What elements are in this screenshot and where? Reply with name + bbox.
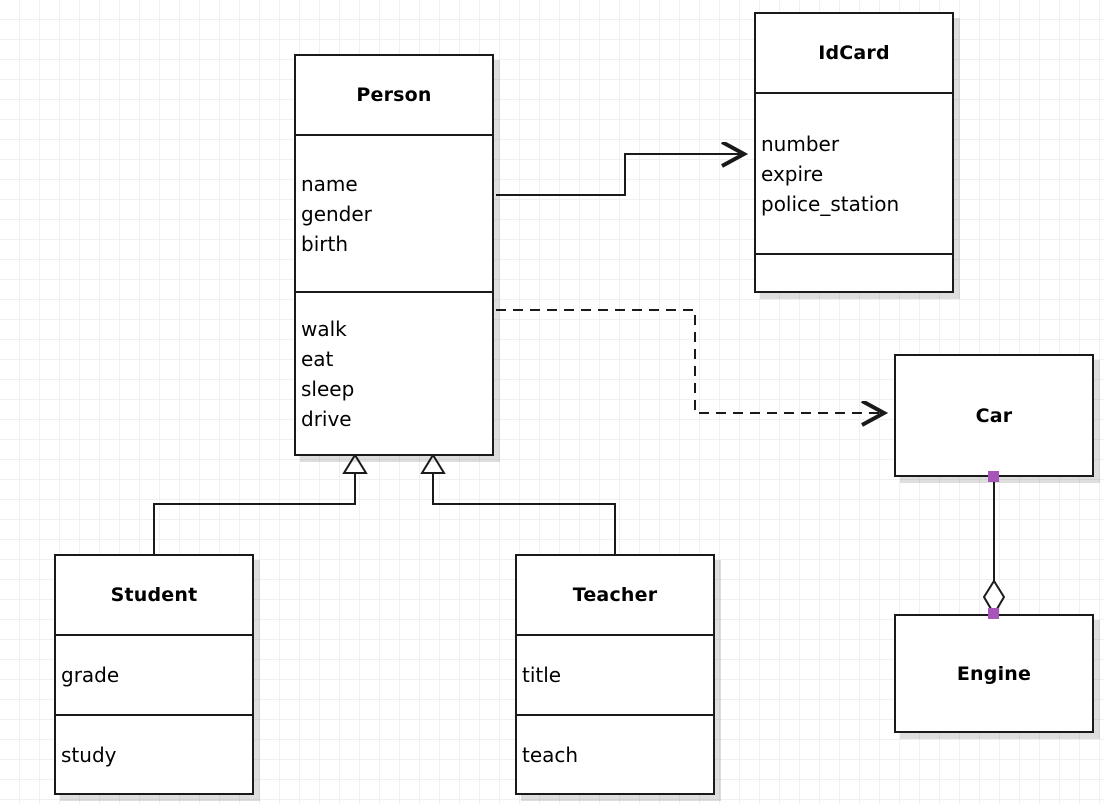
attribute-item: birth	[301, 231, 348, 256]
class-box-student[interactable]: Student grade study	[54, 554, 254, 795]
class-name-person: Person	[356, 84, 432, 106]
methods-compartment-person: walk eat sleep drive	[296, 291, 492, 454]
attribute-item: grade	[61, 663, 120, 687]
class-name-idcard: IdCard	[818, 42, 890, 64]
class-name-student: Student	[110, 584, 198, 606]
generalization-triangle-teacher	[420, 453, 446, 474]
methods-compartment-teacher: teach	[517, 714, 713, 793]
method-item: sleep	[301, 376, 355, 401]
method-item: eat	[301, 346, 334, 371]
connector-student-person[interactable]	[153, 472, 356, 556]
method-item: teach	[522, 742, 579, 767]
connector-handle-engine-end[interactable]	[988, 608, 999, 619]
connector-handle-car-end[interactable]	[988, 471, 999, 482]
attribute-item: title	[522, 663, 562, 687]
class-name-teacher: Teacher	[572, 584, 658, 606]
connector-person-idcard[interactable]	[496, 154, 744, 196]
class-box-person[interactable]: Person name gender birth walk eat sleep …	[294, 54, 494, 456]
attribute-item: gender	[301, 201, 372, 226]
class-box-teacher[interactable]: Teacher title teach	[515, 554, 715, 795]
attribute-item: police_station	[761, 191, 900, 216]
generalization-triangle-student	[342, 453, 368, 474]
method-item: walk	[301, 316, 347, 341]
class-box-car[interactable]: Car	[894, 354, 1094, 477]
class-box-engine[interactable]: Engine	[894, 614, 1094, 733]
attribute-item: number	[761, 131, 840, 156]
methods-compartment-student: study	[56, 714, 252, 793]
method-item: study	[61, 742, 117, 767]
attributes-compartment-student: grade	[56, 634, 252, 714]
attribute-item: name	[301, 171, 358, 196]
connector-person-car[interactable]	[496, 309, 884, 413]
attributes-compartment-person: name gender birth	[296, 134, 492, 291]
attribute-item: expire	[761, 161, 824, 186]
attributes-compartment-idcard: number expire police_station	[756, 92, 952, 253]
class-box-idcard[interactable]: IdCard number expire police_station	[754, 12, 954, 293]
class-name-engine: Engine	[956, 662, 1032, 685]
connector-teacher-person[interactable]	[432, 472, 616, 556]
method-item: drive	[301, 406, 352, 431]
class-name-car: Car	[975, 404, 1013, 427]
attributes-compartment-teacher: title	[517, 634, 713, 714]
methods-compartment-idcard	[756, 253, 952, 291]
